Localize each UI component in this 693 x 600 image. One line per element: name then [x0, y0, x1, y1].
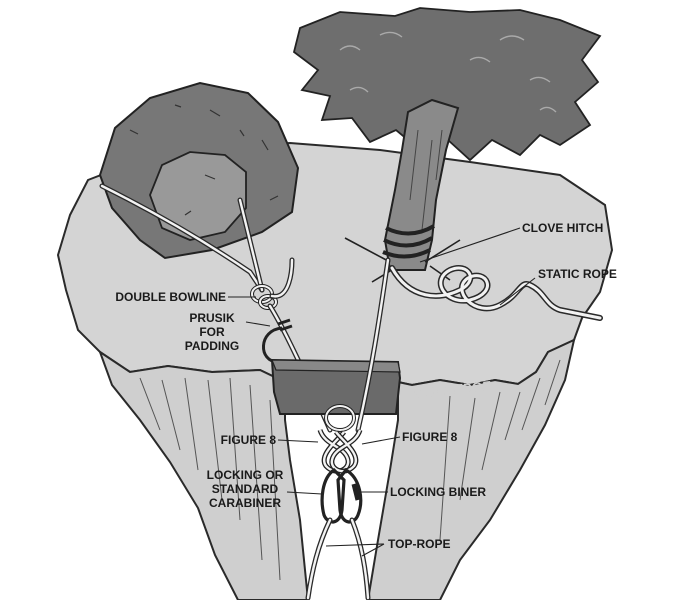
upper-figure8-loops — [324, 404, 356, 432]
top-rope-right — [350, 518, 370, 600]
tree-foliage-highlights — [339, 31, 557, 113]
top-rope-right-outline — [349, 517, 371, 600]
tree-foliage — [292, 7, 602, 162]
locking-or-standard-label-line1: LOCKING OR — [207, 468, 284, 482]
prusik-label-line2: FOR — [199, 325, 225, 339]
locking-or-standard-label-line3: CARABINER — [209, 496, 281, 510]
static-rope-label: STATIC ROPE — [538, 267, 617, 281]
figure8-left-label: FIGURE 8 — [221, 433, 277, 447]
leader-clove-hitch — [419, 227, 521, 263]
leader-figure8-right — [361, 436, 401, 445]
top-rope-left — [306, 518, 332, 600]
boulder-rope-back — [238, 198, 264, 292]
boulder-rope — [100, 184, 264, 292]
leader-locking-carabiner — [286, 491, 323, 495]
figure8-right-label: FIGURE 8 — [402, 430, 458, 444]
bowline-tail — [270, 258, 294, 298]
leader-top-rope — [325, 543, 385, 557]
leader-figure8-left — [277, 439, 319, 443]
tree-roots — [344, 237, 461, 283]
figure8-knots — [317, 428, 363, 474]
trunk-grain — [409, 129, 443, 231]
edge-pad-top — [271, 359, 401, 373]
leader-prusik — [245, 321, 271, 327]
locking-gate — [351, 483, 361, 501]
prusik-wrap — [277, 318, 293, 332]
left-cliff-face — [98, 349, 310, 600]
top-rope-left-outline — [305, 517, 333, 600]
left-cliff-striations — [139, 377, 281, 581]
top-rope-label: TOP-ROPE — [388, 537, 450, 551]
right-cliff-face — [366, 338, 576, 600]
boulder-hollow — [149, 151, 247, 241]
prusik-label-line1: PRUSIK — [189, 311, 235, 325]
locking-biner-label: LOCKING BINER — [390, 485, 486, 499]
leader-static-rope — [499, 277, 536, 306]
right-anchor-rope — [356, 258, 390, 432]
tree-trunk — [383, 98, 460, 271]
clove-hitch-wraps — [382, 224, 436, 259]
locking-or-standard-label-line2: STANDARD — [212, 482, 279, 496]
double-bowline-label: DOUBLE BOWLINE — [115, 290, 226, 304]
clove-hitch-label: CLOVE HITCH — [522, 221, 603, 235]
right-carabiner — [336, 467, 363, 524]
right-cliff-striations — [439, 359, 561, 541]
prusik-label-line3: PADDING — [185, 339, 239, 353]
